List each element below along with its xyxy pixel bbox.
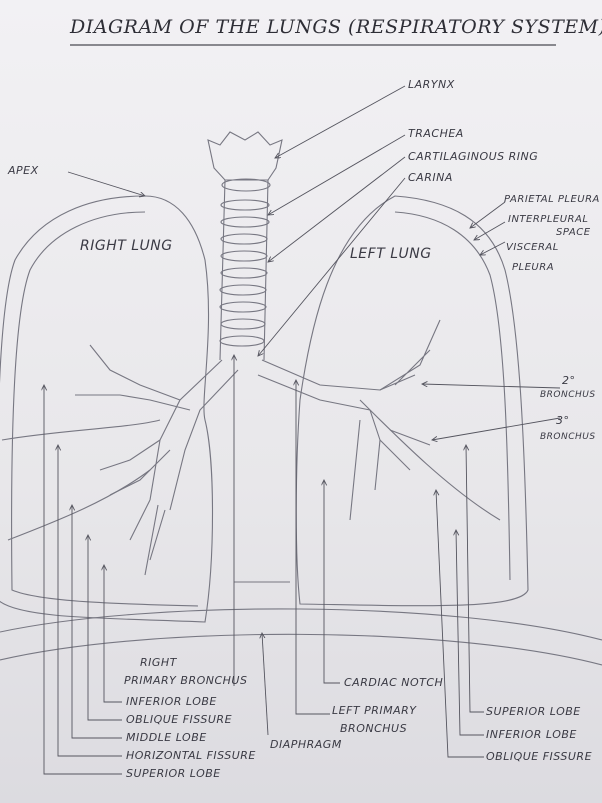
- label-3-bronchus-2: Bronchus: [540, 432, 596, 442]
- right-lung-inner: [11, 211, 199, 607]
- left-lung-outline: [295, 195, 529, 607]
- oblique-fissure-line: [7, 469, 151, 541]
- label-visceral-2: Pleura: [512, 262, 555, 273]
- right-lung-outline: [0, 195, 214, 623]
- pointer-visceral: [480, 241, 506, 255]
- diaphragm-line-2: [0, 633, 602, 666]
- label-superior-lobe-l: Superior Lobe: [486, 705, 581, 718]
- horizontal-fissure-line: [1, 419, 161, 441]
- label-cartilaginous-ring: Cartilaginous Ring: [408, 150, 539, 163]
- pointer-superior-l: [466, 445, 484, 713]
- cartilaginous-rings: [219, 199, 270, 347]
- label-superior-lobe-r: Superior Lobe: [126, 767, 221, 780]
- left-lung-inner: [394, 211, 511, 581]
- label-visceral-1: Visceral: [506, 242, 559, 253]
- label-2-bronchus-1: 2°: [562, 374, 576, 387]
- label-parietal-pleura: Parietal Pleura: [504, 194, 600, 205]
- pointer-trachea: [268, 134, 406, 215]
- label-inferior-lobe-r: Inferior Lobe: [126, 695, 217, 708]
- right-bronchial-tree: [75, 344, 239, 576]
- label-apex: Apex: [8, 164, 39, 177]
- pointer-oblique-l: [436, 490, 484, 758]
- pointer-interpleural: [474, 221, 506, 240]
- label-larynx: Larynx: [408, 78, 455, 91]
- pointer-carina: [258, 177, 406, 356]
- left-bronchial-tree: [257, 319, 441, 521]
- larynx-shape: [207, 131, 283, 181]
- label-interpleural-2: Space: [556, 227, 591, 238]
- label-right-primary-1: Right: [140, 656, 177, 669]
- pointer-cartilaginous-ring: [268, 156, 406, 262]
- pointer-horizontal: [58, 445, 122, 757]
- label-3-bronchus-1: 3°: [556, 414, 570, 427]
- pointer-superior-r: [44, 385, 122, 775]
- label-interpleural-1: Interpleural: [508, 214, 589, 225]
- pointer-2-bronchus: [422, 384, 561, 389]
- label-oblique-fissure-l: Oblique Fissure: [486, 750, 593, 763]
- pointer-larynx: [275, 85, 406, 158]
- label-horizontal-fissure: Horizontal Fissure: [126, 749, 256, 762]
- pointer-middle-r: [72, 505, 122, 739]
- label-right-primary-2: Primary Bronchus: [124, 674, 248, 687]
- left-lung-label: Left Lung: [350, 246, 432, 262]
- pointer-diaphragm: [262, 633, 269, 736]
- label-oblique-fissure-r: Oblique Fissure: [126, 713, 233, 726]
- label-inferior-lobe-l: Inferior Lobe: [486, 728, 577, 741]
- label-trachea: Trachea: [408, 127, 464, 140]
- pointer-apex: [67, 171, 145, 196]
- pointer-parietal-pleura: [470, 201, 506, 228]
- label-middle-lobe: Middle Lobe: [126, 731, 207, 744]
- label-diaphragm: Diaphragm: [270, 738, 342, 751]
- pointer-3-bronchus: [432, 417, 561, 440]
- label-carina: Carina: [408, 171, 453, 184]
- label-left-primary-2: Bronchus: [340, 722, 408, 735]
- pointer-inferior-r: [104, 565, 122, 703]
- diagram-title: Diagram of the Lungs (Respiratory System…: [70, 16, 602, 38]
- pointer-oblique-r: [88, 535, 122, 721]
- label-cardiac-notch: Cardiac Notch: [344, 676, 444, 689]
- right-lung-label: Right Lung: [80, 238, 173, 254]
- diaphragm-line: [0, 608, 602, 641]
- pointer-inferior-l: [456, 530, 484, 736]
- left-oblique-fissure: [359, 399, 501, 521]
- label-left-primary-1: Left Primary: [332, 704, 417, 717]
- pointer-cardiac: [324, 480, 340, 684]
- label-2-bronchus-2: Bronchus: [540, 390, 596, 400]
- pointer-left-primary: [296, 380, 330, 715]
